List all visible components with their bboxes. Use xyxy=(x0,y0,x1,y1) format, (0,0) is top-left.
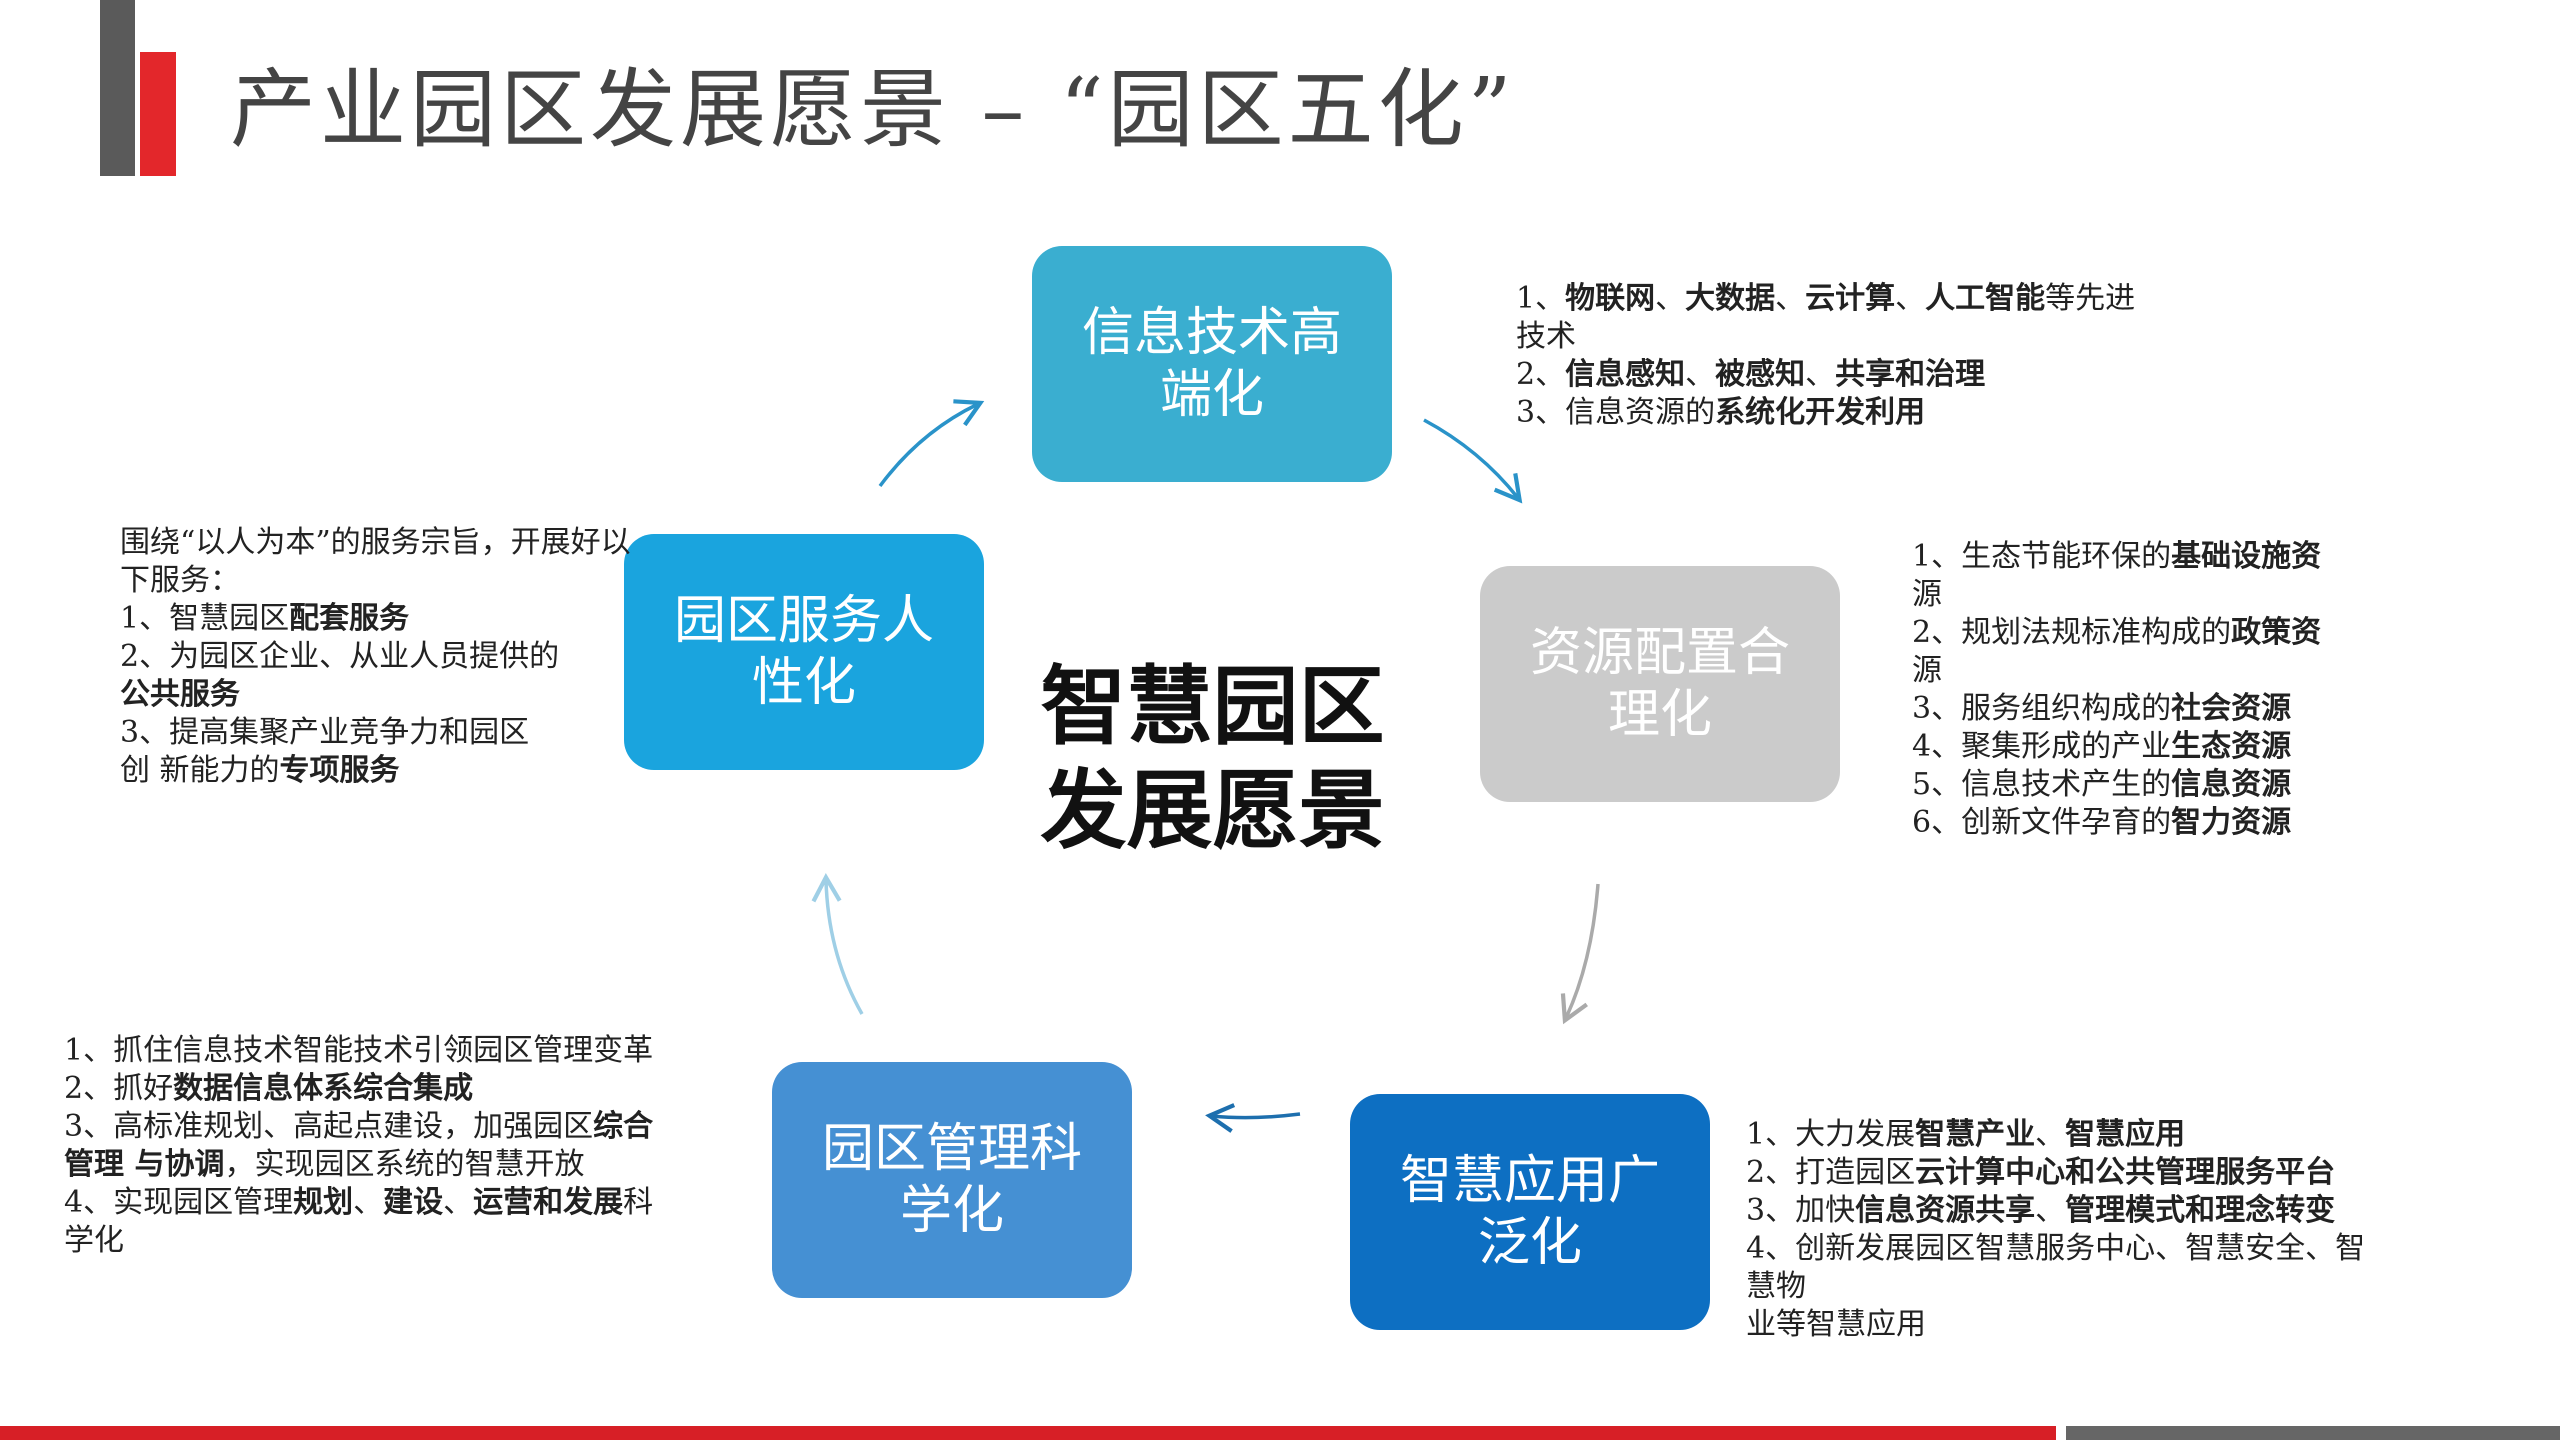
node-manage-line2: 学化 xyxy=(899,1181,1004,1241)
note-line: 管理 与协调，实现园区系统的智慧开放 xyxy=(64,1147,585,1182)
note-line: 2、打造园区云计算中心和公共管理服务平台 xyxy=(1746,1155,2336,1190)
note-line: 源 xyxy=(1912,653,1942,688)
arrow-service-to-info xyxy=(878,399,985,488)
note-line: 2、抓好数据信息体系综合集成 xyxy=(64,1071,474,1106)
node-park-service: 园区服务人性化 xyxy=(624,534,984,770)
arrow-info-to-resource xyxy=(1423,418,1523,504)
center-label: 智慧园区 发展愿景 xyxy=(1020,655,1405,863)
note-line: 4、聚集形成的产业生态资源 xyxy=(1912,729,2292,764)
note-line: 4、实现园区管理规划、建设、运营和发展科 xyxy=(64,1185,654,1220)
footer-gray-bar xyxy=(2066,1426,2560,1440)
node-manage-line1: 园区管理科 xyxy=(821,1119,1082,1179)
note-line: 5、信息技术产生的信息资源 xyxy=(1912,767,2292,802)
note-line: 1、智慧园区配套服务 xyxy=(120,601,410,636)
note-line: 3、服务组织构成的社会资源 xyxy=(1912,691,2292,726)
node-info-line1: 信息技术高 xyxy=(1081,303,1342,363)
notes-smart-application: 1、大力发展智慧产业、智慧应用 2、打造园区云计算中心和公共管理服务平台 3、加… xyxy=(1746,1116,2446,1344)
center-label-line1: 智慧园区 xyxy=(1040,656,1385,757)
title-accent-red-bar xyxy=(140,52,176,176)
note-line: 3、信息资源的系统化开发利用 xyxy=(1516,395,1926,430)
node-info-tech: 信息技术高端化 xyxy=(1032,246,1392,482)
note-line: 2、信息感知、被感知、共享和治理 xyxy=(1516,357,1986,392)
note-line: 1、大力发展智慧产业、智慧应用 xyxy=(1746,1117,2186,1152)
arrow-smart-to-manage xyxy=(1205,1103,1301,1133)
page-title: 产业园区发展愿景 – “园区五化” xyxy=(230,60,1516,160)
note-line: 慧物 xyxy=(1746,1269,1806,1304)
notes-park-management: 1、抓住信息技术智能技术引领园区管理变革 2、抓好数据信息体系综合集成 3、高标… xyxy=(64,1032,744,1260)
note-line: 围绕“以人为本”的服务宗旨，开展好以 xyxy=(120,525,631,560)
notes-resource-allocation: 1、生态节能环保的基础设施资 源 2、规划法规标准构成的政策资 源 3、服务组织… xyxy=(1912,538,2372,842)
note-line: 公共服务 xyxy=(120,677,240,712)
note-line: 技术 xyxy=(1516,319,1576,354)
footer-red-bar xyxy=(0,1426,2056,1440)
node-park-management: 园区管理科学化 xyxy=(772,1062,1132,1298)
center-label-line2: 发展愿景 xyxy=(1040,760,1385,861)
note-line: 2、为园区企业、从业人员提供的 xyxy=(120,639,560,674)
note-line: 2、规划法规标准构成的政策资 xyxy=(1912,615,2322,650)
note-line: 业等智慧应用 xyxy=(1746,1307,1926,1342)
note-line: 6、创新文件孕育的智力资源 xyxy=(1912,805,2292,840)
node-smart-application: 智慧应用广泛化 xyxy=(1350,1094,1710,1330)
note-line: 4、创新发展园区智慧服务中心、智慧安全、智 xyxy=(1746,1231,2366,1266)
note-line: 3、高标准规划、高起点建设，加强园区综合 xyxy=(64,1109,654,1144)
arrow-manage-to-service xyxy=(811,873,864,1015)
note-line: 1、抓住信息技术智能技术引领园区管理变革 xyxy=(64,1033,654,1068)
node-smart-line2: 泛化 xyxy=(1477,1213,1582,1273)
node-resource-line2: 理化 xyxy=(1607,685,1712,745)
title-accent-gray-bar xyxy=(100,0,135,176)
note-line: 创 新能力的专项服务 xyxy=(120,753,400,788)
node-smart-line1: 智慧应用广 xyxy=(1399,1151,1660,1211)
node-service-line2: 性化 xyxy=(751,653,856,713)
note-line: 1、生态节能环保的基础设施资 xyxy=(1912,539,2322,574)
notes-park-service: 围绕“以人为本”的服务宗旨，开展好以 下服务： 1、智慧园区配套服务 2、为园区… xyxy=(120,524,631,790)
note-line: 源 xyxy=(1912,577,1942,612)
note-line: 3、提高集聚产业竞争力和园区 xyxy=(120,715,530,750)
node-resource-allocation: 资源配置合理化 xyxy=(1480,566,1840,802)
notes-info-tech: 1、物联网、大数据、云计算、人工智能等先进 技术 2、信息感知、被感知、共享和治… xyxy=(1516,280,2236,432)
note-line: 3、加快信息资源共享、管理模式和理念转变 xyxy=(1746,1193,2336,1228)
node-resource-line1: 资源配置合 xyxy=(1529,623,1790,683)
node-service-line1: 园区服务人 xyxy=(673,591,934,651)
arrow-resource-to-smart xyxy=(1560,883,1600,1025)
note-line: 学化 xyxy=(64,1223,124,1258)
note-line: 下服务： xyxy=(120,563,240,598)
note-line: 1、物联网、大数据、云计算、人工智能等先进 xyxy=(1516,281,2136,316)
node-info-line2: 端化 xyxy=(1159,365,1264,425)
